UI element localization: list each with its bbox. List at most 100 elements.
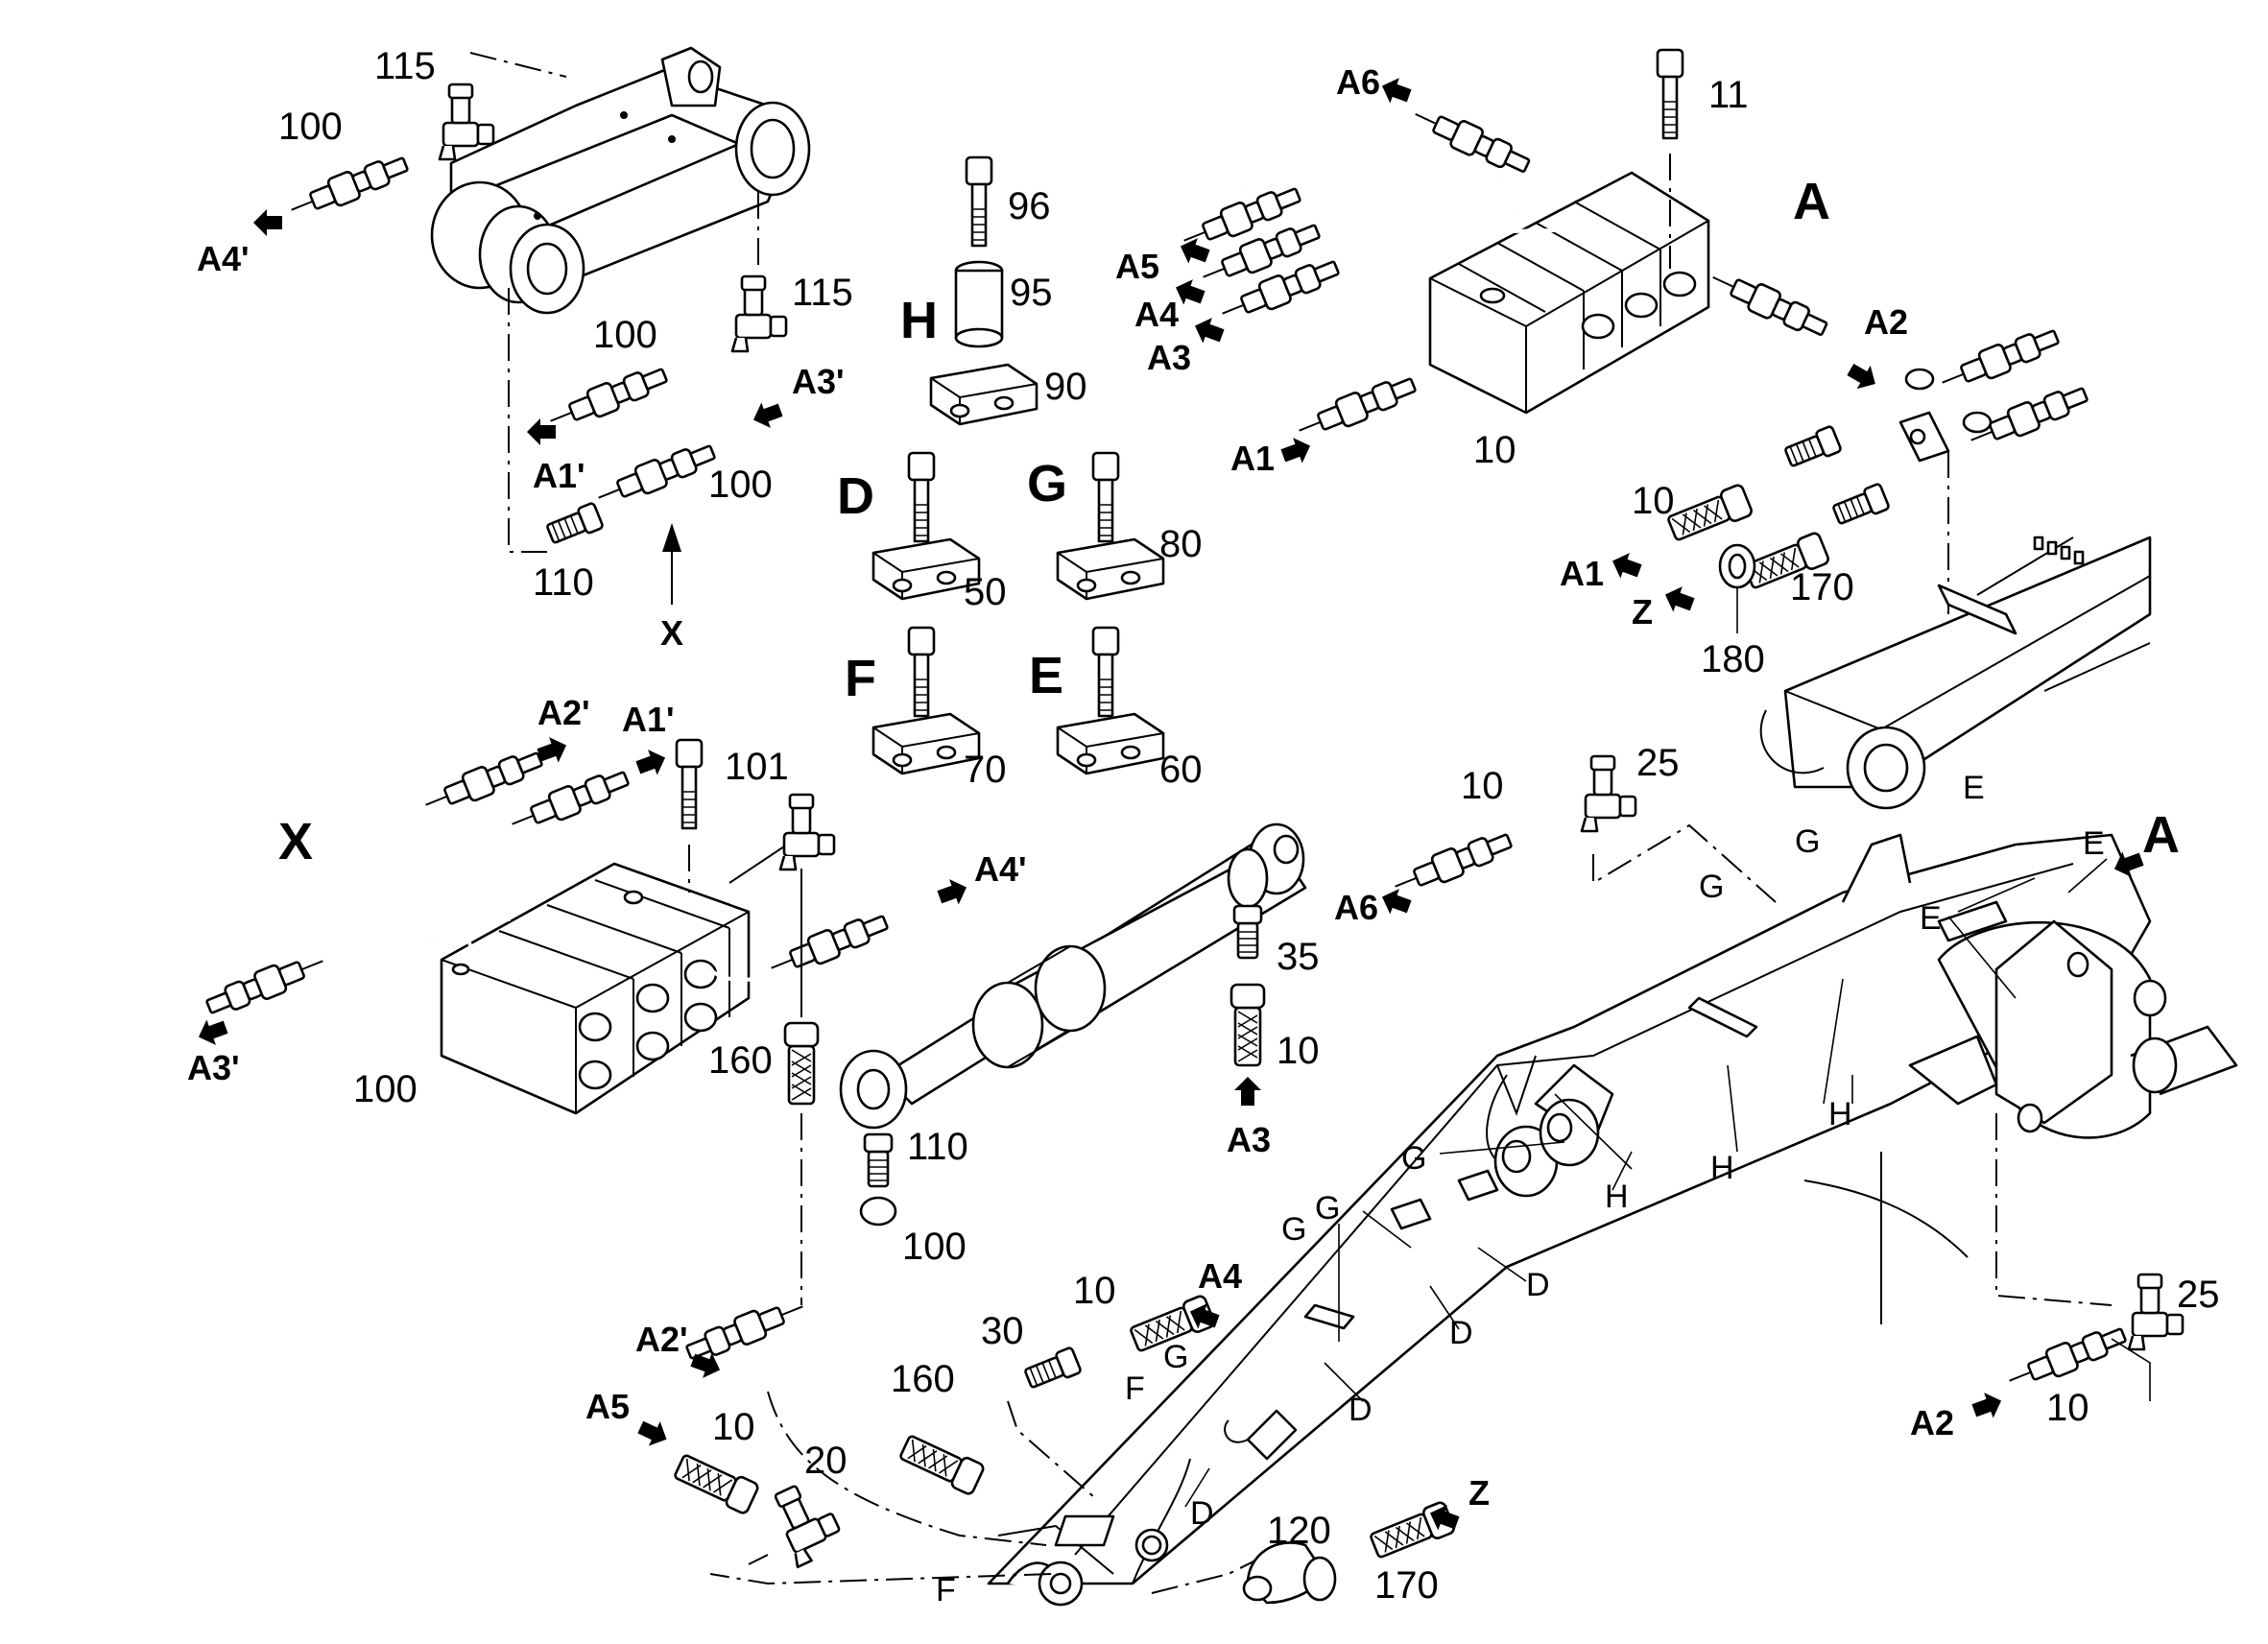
label-30: 30 — [981, 1310, 1024, 1352]
clamp-e-marker: E — [1963, 770, 1985, 806]
label-a4-prime: A4' — [197, 239, 250, 278]
boom-tip — [1759, 536, 2152, 810]
clamp-60 — [1056, 712, 1165, 775]
hose-sleeve — [1229, 983, 1266, 1067]
label-100: 100 — [708, 464, 773, 506]
hose-sleeve — [896, 1430, 987, 1497]
label-35: 35 — [1277, 936, 1320, 978]
flow-arrow — [634, 1415, 673, 1452]
clamp-f-marker: F — [936, 1572, 956, 1608]
label-160: 160 — [891, 1358, 955, 1400]
label-96: 96 — [1008, 185, 1051, 227]
label-a2-prime: A2' — [537, 693, 590, 732]
hose-fitting — [284, 149, 413, 225]
nut — [859, 1196, 897, 1227]
label-10: 10 — [1473, 429, 1516, 471]
label-10: 10 — [712, 1406, 755, 1448]
valve-block-x — [257, 795, 808, 1115]
label-11: 11 — [1708, 74, 1749, 116]
hose-fitting — [2002, 1320, 2131, 1395]
label-a2: A2 — [1910, 1403, 1954, 1442]
flow-arrow — [527, 418, 556, 445]
flow-arrow — [1608, 548, 1644, 584]
clamp-d-marker: D — [1190, 1495, 1214, 1532]
view-label-x: X — [278, 813, 313, 870]
label-70: 70 — [964, 749, 1007, 791]
label-a1: A1 — [1230, 439, 1275, 478]
view-arrow-head — [662, 523, 681, 552]
tee-fitting — [778, 793, 836, 871]
nipple-fitting — [1781, 424, 1843, 472]
leader-lines — [1184, 858, 2108, 1508]
clamp-h-marker: H — [1828, 1096, 1852, 1132]
clamp-90 — [929, 363, 1039, 426]
label-a2-prime: A2' — [635, 1320, 688, 1359]
clamp-80 — [1056, 537, 1165, 601]
label-25: 25 — [1636, 742, 1680, 784]
nipple-fitting — [1021, 1346, 1083, 1394]
label-100: 100 — [278, 106, 343, 148]
bolt — [907, 451, 936, 543]
label-10: 10 — [1461, 765, 1504, 807]
bolt — [1091, 451, 1120, 543]
flow-arrow — [1970, 1388, 2006, 1423]
label-a1-prime: A1' — [533, 456, 585, 495]
label-170: 170 — [1790, 566, 1854, 608]
hose-fitting — [543, 360, 672, 436]
label-95: 95 — [1010, 272, 1053, 314]
label-a6: A6 — [1336, 62, 1380, 102]
label-a3: A3 — [1147, 338, 1191, 377]
label-a5: A5 — [585, 1387, 630, 1426]
hose-fitting — [202, 946, 330, 1022]
hose-sleeve — [783, 1021, 820, 1106]
label-20: 20 — [804, 1440, 848, 1482]
clamp-d-marker: D — [1349, 1392, 1373, 1428]
hose-sleeve — [671, 1449, 761, 1516]
hose-sleeve — [1664, 482, 1755, 546]
flow-arrow — [1190, 313, 1227, 348]
flow-arrow — [633, 745, 670, 780]
clamp-f-marker: F — [1125, 1370, 1145, 1407]
label-60: 60 — [1159, 749, 1203, 791]
clamp-d-marker: D — [1526, 1267, 1550, 1303]
hose-fitting — [418, 744, 547, 820]
label-a4: A4 — [1134, 295, 1179, 334]
group-label-e: E — [1029, 647, 1063, 704]
label-101: 101 — [725, 746, 789, 788]
clamp-g-marker: G — [1163, 1339, 1188, 1375]
label-110: 110 — [533, 561, 594, 604]
label-a4: A4 — [1198, 1256, 1242, 1296]
label-25: 25 — [2177, 1274, 2220, 1316]
label-10: 10 — [2046, 1387, 2089, 1429]
group-label-f: F — [845, 650, 876, 707]
elbow-fitting-120 — [1242, 1541, 1337, 1605]
view-label-a: A — [1793, 173, 1830, 230]
label-10: 10 — [1632, 480, 1675, 522]
center-line — [1592, 823, 1777, 903]
group-label-d: D — [837, 467, 874, 525]
clamp-g-marker: G — [1795, 823, 1820, 860]
bolt — [907, 626, 936, 718]
hose-clip-180 — [1718, 543, 1756, 589]
valve-block-a — [1246, 163, 1710, 415]
label-100: 100 — [902, 1226, 967, 1268]
bulkhead-plate — [1898, 368, 1993, 463]
clamp-g-marker: G — [1281, 1211, 1306, 1248]
label-110: 110 — [907, 1126, 968, 1168]
label-100: 100 — [593, 314, 657, 356]
label-100: 100 — [353, 1068, 418, 1110]
label-50: 50 — [964, 571, 1007, 613]
flow-arrow — [1176, 233, 1212, 269]
nipple-fitting — [1232, 904, 1263, 960]
clamp-h-marker: H — [1710, 1150, 1734, 1186]
hydraulic-cylinder — [839, 822, 1307, 1130]
flow-arrow — [1843, 357, 1882, 396]
label-180: 180 — [1701, 638, 1765, 680]
hose-fitting — [1292, 369, 1420, 445]
label-a4-prime: A4' — [974, 849, 1027, 889]
label-10: 10 — [1277, 1030, 1320, 1072]
label-115: 115 — [792, 272, 853, 314]
bolt-101 — [675, 738, 704, 830]
hose-fitting — [1408, 99, 1535, 180]
hose-fitting — [1935, 322, 2064, 397]
